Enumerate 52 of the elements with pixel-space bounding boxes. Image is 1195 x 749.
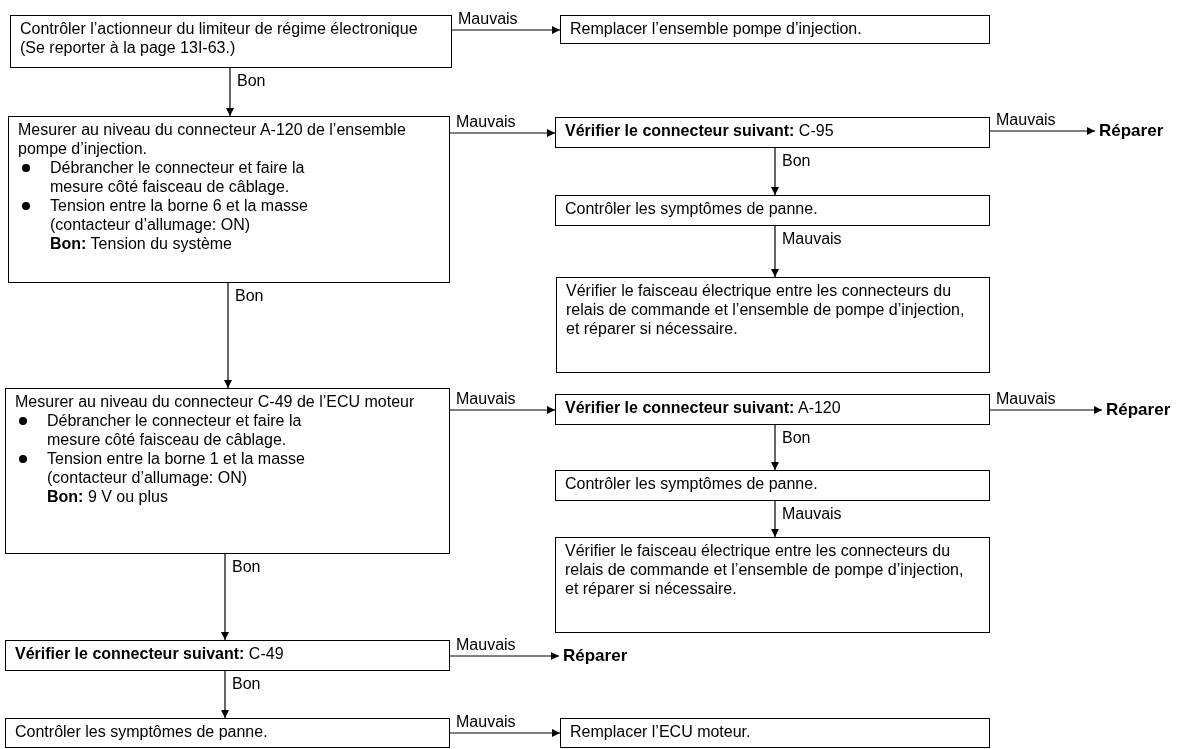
edge-label: Mauvais bbox=[996, 390, 1056, 408]
node-text: Contrôler l’actionneur du limiteur de régime électronique (Se reporter à la page 13I-63.) bbox=[20, 19, 419, 57]
arrow bbox=[226, 67, 234, 117]
edge-label: Mauvais bbox=[782, 505, 842, 523]
arrow bbox=[989, 127, 1096, 135]
arrow bbox=[449, 729, 561, 737]
node-text: Mesurer au niveau du connecteur C-49 de l’ECU moteur bbox=[15, 392, 416, 411]
node-text: Vérifier le faisceau électrique entre les connecteurs du relais de commande et l’ensemble de pompe d’injection, et réparer si nécessaire. bbox=[565, 541, 965, 598]
arrow bbox=[449, 406, 556, 414]
edge-label: Bon bbox=[782, 152, 811, 170]
node-text: Mesurer au niveau du connecteur A-120 de l’ensemble pompe d’injection. bbox=[18, 120, 407, 158]
node-text: Contrôler les symptômes de panne. bbox=[565, 474, 819, 493]
outcome-text: Réparer bbox=[1106, 400, 1171, 420]
node-text: Remplacer l’ensemble pompe d’injection. bbox=[570, 19, 863, 38]
arrow bbox=[771, 500, 779, 538]
arrow bbox=[989, 406, 1103, 414]
node-text: Contrôler les symptômes de panne. bbox=[15, 722, 269, 741]
edge-label: Mauvais bbox=[456, 636, 516, 654]
outcome-text: Réparer bbox=[1099, 121, 1164, 141]
arrow bbox=[451, 26, 561, 34]
arrow bbox=[221, 670, 229, 719]
edge-label: Mauvais bbox=[456, 390, 516, 408]
edge-label: Bon bbox=[782, 429, 811, 447]
arrow bbox=[771, 225, 779, 278]
node-text: Tension entre la borne 1 et la masse (contacteur d’allumage: ON) bbox=[47, 449, 306, 487]
arrow bbox=[224, 282, 232, 389]
node-text: Débrancher le connecteur et faire la mesure côté faisceau de câblage. bbox=[50, 158, 306, 196]
edge-label: Bon bbox=[235, 287, 264, 305]
outcome-text: Réparer bbox=[563, 646, 628, 666]
edge-label: Bon bbox=[232, 675, 261, 693]
node-text: Bon: Tension du système bbox=[49, 234, 233, 253]
arrow bbox=[221, 553, 229, 641]
arrow bbox=[771, 147, 779, 196]
node-text: Débrancher le connecteur et faire la mesure côté faisceau de câblage. bbox=[47, 411, 303, 449]
edge-label: Mauvais bbox=[996, 111, 1056, 129]
edge-label: Mauvais bbox=[456, 713, 516, 731]
edge-label: Bon bbox=[232, 558, 261, 576]
edge-label: Mauvais bbox=[458, 10, 518, 28]
edge-label: Mauvais bbox=[456, 113, 516, 131]
node-text: Vérifier le faisceau électrique entre les connecteurs du relais de commande et l’ensemble de pompe d’injection, et réparer si nécessaire. bbox=[566, 281, 966, 338]
node-text: Tension entre la borne 6 et la masse (contacteur d’allumage: ON) bbox=[50, 196, 309, 234]
node-text: Vérifier le connecteur suivant: C-49 bbox=[15, 644, 285, 663]
edge-label: Bon bbox=[237, 72, 266, 90]
arrow bbox=[449, 129, 556, 137]
node-text: Vérifier le connecteur suivant: C-95 bbox=[565, 121, 835, 140]
node-text: Contrôler les symptômes de panne. bbox=[565, 199, 819, 218]
node-text: Remplacer l’ECU moteur. bbox=[570, 722, 752, 741]
edge-label: Mauvais bbox=[782, 230, 842, 248]
arrow bbox=[449, 652, 560, 660]
arrow bbox=[771, 424, 779, 471]
node-text: Bon: 9 V ou plus bbox=[46, 487, 169, 506]
node-text: Vérifier le connecteur suivant: A-120 bbox=[565, 398, 842, 417]
